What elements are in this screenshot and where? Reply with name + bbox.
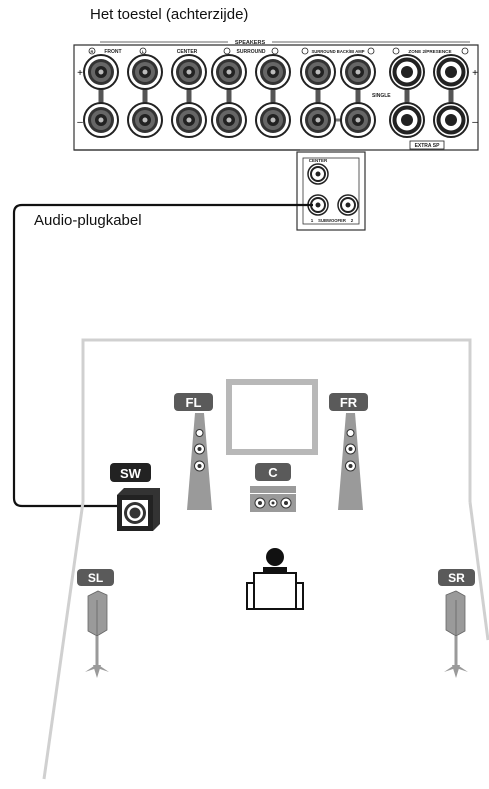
plus-sign-right: + — [472, 68, 478, 79]
front-left-speaker: FL — [174, 393, 213, 510]
zone-presence-label: ZONE 2/PRESENCE — [408, 49, 451, 54]
audio-cable-label: Audio-plugkabel — [34, 212, 142, 229]
front-right-speaker: FR — [329, 393, 368, 510]
speakers-group-label: SPEAKERS — [235, 40, 266, 46]
audio-pin-cable — [12, 203, 313, 508]
preout-center-label: CENTER — [309, 158, 328, 163]
channel-labels: R FRONT L CENTER SURROUND SURROUND BACK/… — [88, 47, 469, 55]
subwoofer-1-label: 1 — [311, 218, 314, 223]
sw-label: SW — [120, 466, 142, 481]
subwoofer-label: SUBWOOFER — [318, 218, 346, 223]
c-label: C — [268, 465, 278, 480]
subwoofer: SW — [110, 463, 160, 531]
front-label: FRONT — [104, 49, 121, 55]
minus-sign-right: – — [472, 117, 478, 128]
preout-panel: CENTER 1 SUBWOOFER 2 — [296, 151, 366, 231]
room — [42, 338, 489, 780]
surround-right-speaker: SR — [438, 569, 475, 678]
left-mark: L — [142, 49, 145, 54]
surround-label: SURROUND — [237, 49, 266, 55]
surround-back-label: SURROUND BACK/BI AMP — [311, 49, 364, 54]
fr-label: FR — [340, 395, 358, 410]
minus-sign-left: – — [77, 117, 83, 128]
speaker-terminals-top — [83, 53, 470, 91]
center-label: CENTER — [177, 49, 198, 55]
extra-sp-label: EXTRA SP — [415, 143, 440, 149]
rear-panel: SPEAKERS R FRONT L CENTER SURROUND SURRO… — [73, 40, 479, 151]
subwoofer-2-label: 2 — [351, 218, 354, 223]
surround-left-speaker: SL — [77, 569, 114, 678]
center-speaker: C — [250, 463, 296, 512]
fl-label: FL — [186, 395, 202, 410]
tv-icon — [226, 379, 318, 455]
speaker-terminals-bottom — [83, 101, 470, 139]
page-title: Het toestel (achterzijde) — [90, 6, 249, 23]
sr-label: SR — [448, 571, 465, 585]
listener-icon — [246, 548, 304, 610]
single-label: SINGLE — [372, 93, 391, 99]
plus-sign-left: + — [77, 68, 83, 79]
right-mark: R — [91, 49, 94, 54]
sl-label: SL — [88, 571, 103, 585]
